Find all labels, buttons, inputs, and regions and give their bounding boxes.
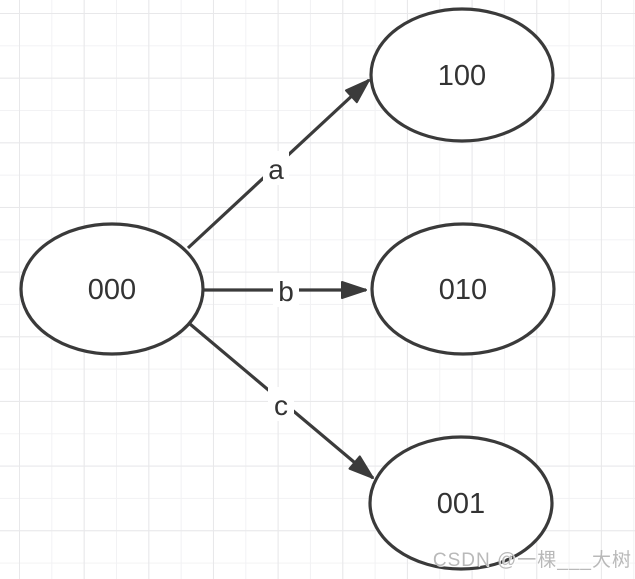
node-000-label: 000: [88, 274, 136, 306]
node-010: 010: [370, 222, 556, 356]
node-010-label: 010: [439, 274, 487, 306]
edge-label-b: b: [273, 273, 299, 307]
node-001-label: 001: [437, 488, 485, 520]
node-100-shape: [369, 7, 555, 143]
edge-label-c-bg: [268, 387, 294, 421]
node-000: 000: [19, 222, 205, 356]
node-001: 001: [368, 435, 554, 571]
node-001-shape: [368, 435, 554, 571]
edge-label-b-bg: [273, 273, 299, 307]
edge-label-b-text: b: [278, 276, 294, 307]
node-100-label: 100: [438, 60, 486, 92]
edge-label-a-bg: [263, 151, 289, 185]
edge-label-a-text: a: [268, 154, 284, 185]
node-000-shape: [19, 222, 205, 356]
node-010-shape: [370, 222, 556, 356]
edge-label-a: a: [263, 151, 289, 185]
node-100: 100: [369, 7, 555, 143]
edge-label-c: c: [268, 387, 294, 421]
edge-label-c-text: c: [274, 390, 288, 421]
